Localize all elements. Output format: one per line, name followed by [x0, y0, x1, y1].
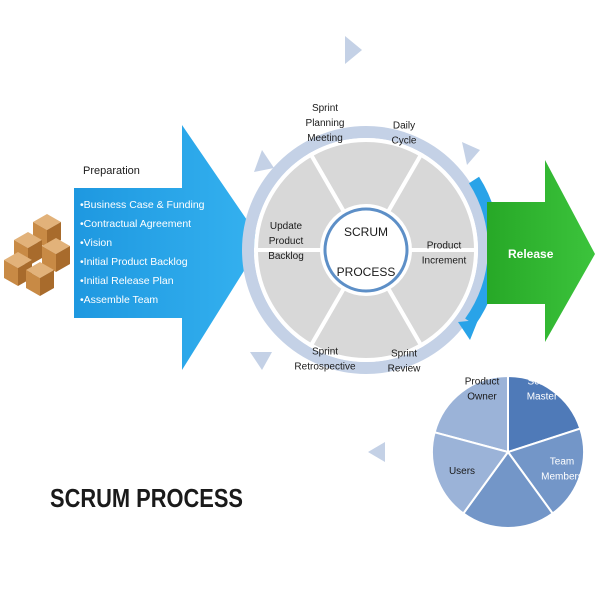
preparation-item: •Initial Product Backlog — [80, 256, 188, 268]
role-slice-scrum-master — [507, 374, 582, 454]
boxes-icon — [4, 214, 70, 296]
preparation-item: •Business Case & Funding — [80, 199, 205, 211]
cycle-segment-update-product-backlog — [253, 152, 347, 252]
cycle-label-product-increment: Increment — [422, 256, 467, 267]
cycle-label-sprint-retrospective: Retrospective — [294, 362, 356, 373]
cycle-segment-sprint-planning-meeting — [308, 138, 424, 215]
cycle-segment-daily-cycle — [385, 152, 479, 252]
cycle-label-daily-cycle: Daily — [393, 121, 415, 132]
preparation-item: •Contractual Agreement — [80, 218, 191, 230]
cycle-segment-sprint-retrospective — [253, 248, 347, 348]
role-label-product-owner: Owner — [467, 392, 497, 403]
cycle-label-sprint-retrospective: Sprint — [312, 347, 338, 358]
cycle-arrowhead-upper-left — [254, 150, 274, 172]
role-slice-product-owner — [433, 374, 509, 454]
cycle-arrowhead-bottom — [368, 442, 385, 462]
preparation-arrow — [74, 125, 262, 370]
cycle-label-update-product-backlog: Product — [269, 236, 304, 247]
cycle-segment-product-increment — [385, 248, 479, 348]
cycle-label-sprint-review: Sprint — [391, 349, 417, 360]
role-slice-users — [431, 431, 510, 515]
cycle-arrowhead-top — [345, 36, 362, 64]
cycle-segment-sprint-review — [308, 285, 424, 362]
role-label-team-members: Team — [550, 457, 574, 468]
cycle-arrowhead-lower-right — [458, 320, 478, 340]
preparation-item: •Assemble Team — [80, 294, 158, 306]
role-label-product-owner: Product — [465, 377, 500, 388]
page-title: SCRUM PROCESS — [50, 483, 243, 513]
center-label-line-1: SCRUM — [344, 225, 388, 239]
release-arrow — [487, 160, 595, 342]
cycle-label-sprint-planning-meeting: Planning — [306, 118, 345, 129]
cycle-arrowhead-lower-left — [250, 352, 272, 370]
role-label-scrum-master: Scrum — [528, 377, 557, 388]
cycle-label-sprint-planning-meeting: Sprint — [312, 103, 338, 114]
cycle-arrowhead-right — [462, 142, 480, 165]
center-label-line-2: PROCESS — [337, 265, 396, 279]
role-label-scrum-master: Master — [527, 392, 558, 403]
role-label-stakeholders: Stakeholders — [479, 538, 537, 549]
cycle-label-update-product-backlog: Update — [270, 221, 303, 232]
scrum-process-center — [323, 207, 409, 293]
cycle-label-sprint-planning-meeting: Meeting — [307, 133, 343, 144]
preparation-item: •Vision — [80, 237, 112, 249]
role-label-team-members: Members — [541, 472, 583, 483]
cycle-label-update-product-backlog: Backlog — [268, 251, 304, 262]
cycle-label-sprint-review: Review — [388, 364, 422, 375]
role-slice-stakeholders — [461, 450, 555, 529]
role-label-users: Users — [449, 466, 475, 477]
preparation-item: •Initial Release Plan — [80, 275, 174, 287]
cycle-label-daily-cycle: Cycle — [391, 136, 416, 147]
release-label: Release — [508, 247, 554, 261]
preparation-heading: Preparation — [83, 165, 140, 177]
role-slice-team-members — [506, 427, 585, 515]
cycle-ring — [242, 126, 490, 374]
cycle-label-product-increment: Product — [427, 241, 462, 252]
preparation-list: •Business Case & Funding •Contractual Agr… — [80, 199, 205, 306]
